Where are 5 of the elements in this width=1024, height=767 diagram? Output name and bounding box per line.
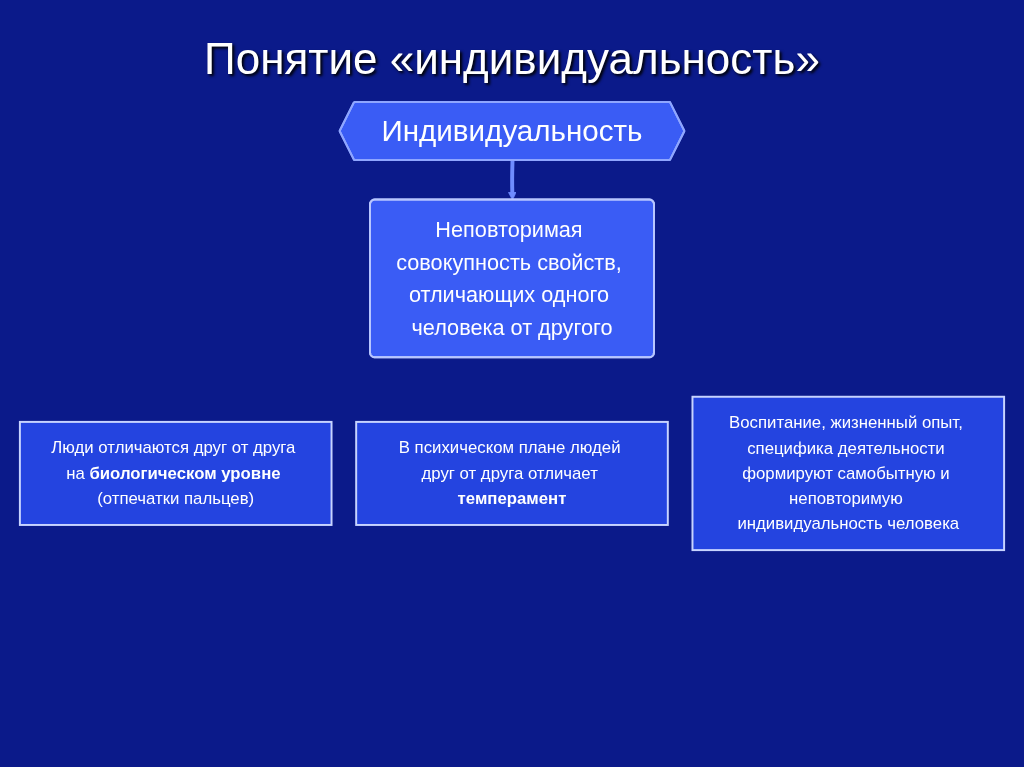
node-box: Люди отличаются друг от друга на биологическом уровне (отпечатки пальцев) [18, 420, 333, 526]
slide-title: Понятие «индивидуальность» [203, 34, 821, 84]
node-box: Воспитание, жизненный опыт, специфика деятельности формируют самобытную и неповторимую индивидуальность человека [691, 395, 1006, 552]
node-box: В психическом плане людей друг от друга отличает темперамент [355, 420, 669, 526]
arrow [507, 160, 517, 201]
